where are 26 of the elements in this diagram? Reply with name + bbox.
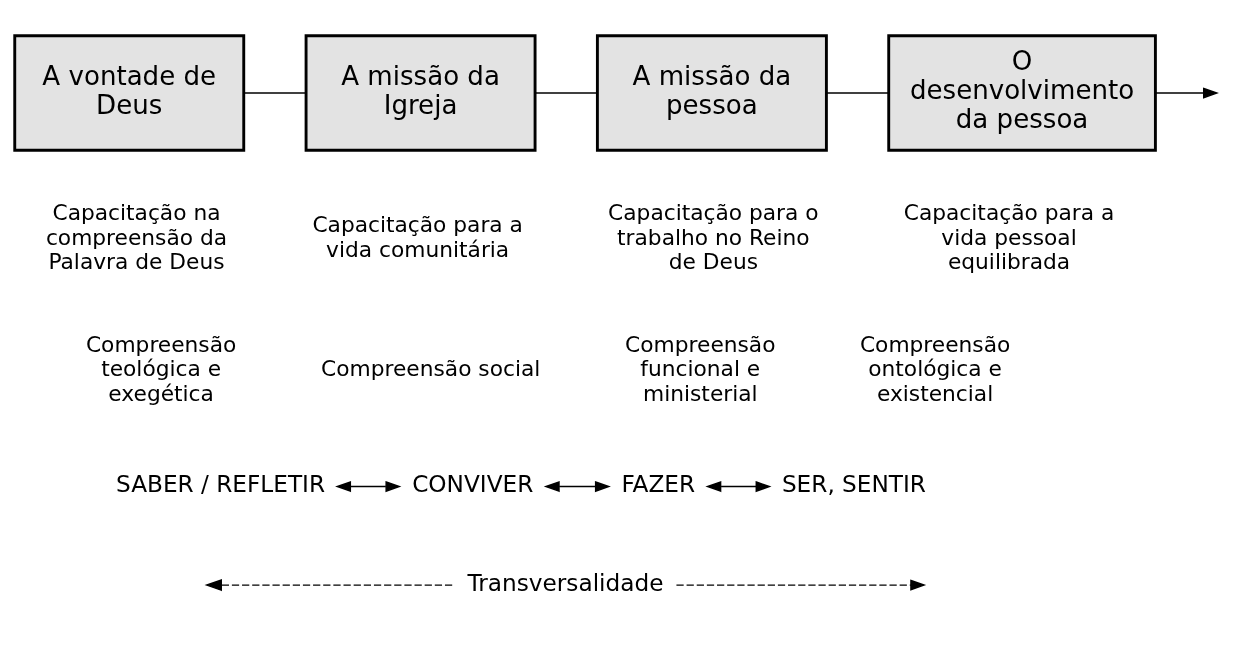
- connector: [534, 92, 598, 94]
- label: Compreensão funcional e ministerial: [625, 331, 776, 407]
- label: Capacitação para a vida pessoal equilibrada: [903, 199, 1115, 275]
- node-text: SABER / REFLETIR: [116, 470, 326, 498]
- node-box: A vontade de Deus: [13, 34, 246, 152]
- node-box: A missão da Igreja: [304, 34, 537, 152]
- arrow: [335, 480, 402, 493]
- arrow: [1154, 87, 1219, 99]
- connector: [826, 92, 890, 94]
- node-text: Transversalidade: [467, 568, 664, 596]
- arrow: [675, 579, 927, 591]
- arrow: [204, 579, 455, 592]
- label: Compreensão social: [321, 356, 541, 382]
- arrow: [543, 480, 611, 493]
- label: Compreensão teológica e exegética: [85, 331, 237, 407]
- node-text: SER, SENTIR: [781, 470, 926, 498]
- connector: [243, 92, 307, 94]
- node-box: O desenvolvimento da pessoa: [887, 34, 1157, 152]
- node-text: FAZER: [621, 470, 696, 498]
- node-box: A missão da pessoa: [595, 34, 828, 152]
- arrow: [705, 480, 772, 493]
- label: Capacitação na compreensão da Palavra de Deus: [45, 199, 228, 275]
- label: Capacitação para a vida comunitária: [312, 212, 523, 262]
- label: Capacitação para o trabalho no Reino de Deus: [608, 199, 819, 275]
- label: Compreensão ontológica e existencial: [859, 331, 1011, 407]
- node-text: CONVIVER: [412, 470, 534, 498]
